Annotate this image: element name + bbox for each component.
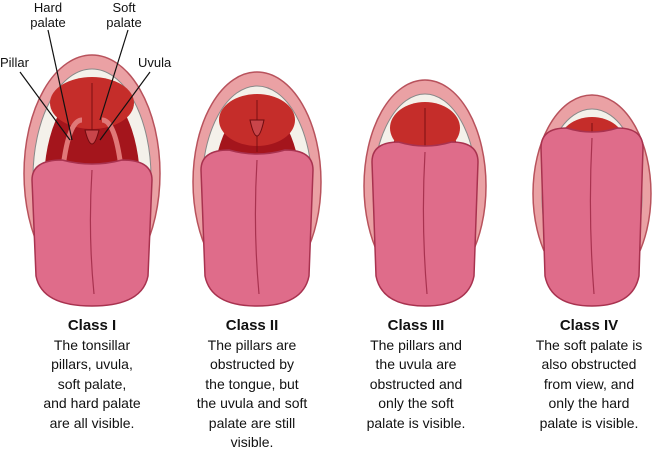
class-description-line: from view, and (543, 375, 635, 392)
uvula (84, 129, 100, 145)
tongue (31, 159, 153, 307)
class-description-line: The soft palate is (535, 336, 643, 353)
caption-class-2: Class II The pillars are obstructed by the … (177, 316, 327, 453)
tongue (200, 149, 314, 307)
class-description-line: soft palate, (57, 375, 127, 392)
class-description-line: obstructed and (369, 375, 463, 392)
class-description-line: the tongue, but (205, 375, 299, 392)
class-description-line: only the soft (378, 395, 454, 411)
tongue (540, 127, 644, 307)
class-title: Class IV (559, 317, 619, 334)
class-description-line: The pillars are (207, 336, 297, 353)
tongue-groove (422, 151, 428, 295)
label-leader-line (99, 71, 151, 141)
class-description-line: the uvula and soft (196, 395, 308, 411)
caption-class-1: Class I The tonsillar pillars, uvula, soft … (17, 316, 167, 433)
class-title: Class III (387, 317, 445, 334)
class-description-line: visible. (230, 434, 274, 450)
class-description-line: are all visible. (49, 414, 135, 431)
caption-class-3: Class III The pillars and the uvula are obs… (341, 316, 491, 433)
class-title: Class II (225, 317, 279, 334)
class-description-line: palate is visible. (366, 414, 466, 431)
tongue (371, 141, 479, 307)
tongue-groove (254, 159, 260, 295)
class-description-line: The tonsillar (53, 336, 131, 353)
label-leader-line (19, 71, 71, 141)
class-description-line: also obstructed (541, 356, 637, 372)
tongue-groove (589, 137, 595, 295)
class-description-line: obstructed by (209, 356, 295, 372)
class-title: Class I (67, 317, 117, 334)
class-description-line: only the hard (548, 395, 630, 411)
pillar-left (61, 117, 83, 161)
class-description-line: palate is visible. (539, 414, 639, 431)
tongue-groove (89, 169, 95, 295)
label-pillar: Pillar (0, 55, 29, 70)
class-description-line: pillars, uvula, (51, 356, 133, 372)
class-description-line: palate are still (208, 414, 296, 431)
class-description-line: and hard palate (43, 395, 141, 411)
class-description-line: The pillars and (370, 336, 462, 353)
uvula (249, 119, 265, 137)
label-leader-line (99, 29, 129, 121)
class-description-line: the uvula are (375, 356, 457, 372)
label-leader-line (47, 29, 73, 141)
pillar-right (101, 117, 123, 161)
caption-class-4: Class IV The soft palate is also obstructe… (514, 316, 660, 433)
label-uvula: Uvula (138, 55, 172, 70)
